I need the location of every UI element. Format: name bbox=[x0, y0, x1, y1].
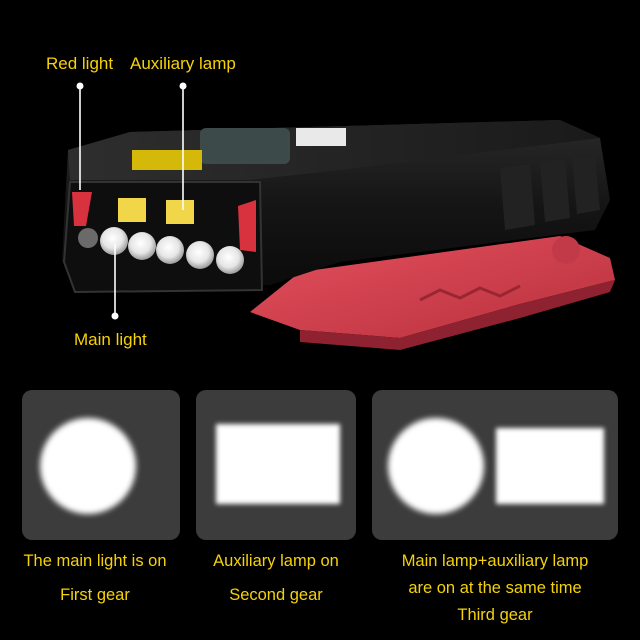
red-clip bbox=[250, 236, 615, 350]
auxiliary-lamp-label: Auxiliary lamp bbox=[130, 54, 236, 73]
mode-2-line-1: Auxiliary lamp on bbox=[213, 552, 339, 570]
callout-lines bbox=[76, 82, 187, 320]
mode-panel-first-gear bbox=[22, 390, 180, 540]
headlamp-illustration bbox=[62, 82, 615, 350]
lamp-body bbox=[62, 120, 610, 294]
mode-3-line-1: Main lamp+auxiliary lamp bbox=[401, 552, 589, 570]
main-light-label: Main light bbox=[74, 330, 147, 349]
mode-1-line-1: The main light is on bbox=[23, 552, 167, 570]
mode-1-line-2: First gear bbox=[60, 586, 130, 604]
main-beam-spot bbox=[40, 418, 136, 514]
mode-2-line-2: Second gear bbox=[229, 586, 323, 604]
mode-panel-second-gear bbox=[196, 390, 356, 540]
mode-3-line-2: are on at the same time bbox=[408, 579, 582, 597]
main-beam-spot bbox=[388, 418, 484, 514]
mode-panel-third-gear bbox=[372, 390, 618, 540]
auxiliary-beam-flood bbox=[216, 424, 340, 504]
mode-3-line-3: Third gear bbox=[457, 606, 533, 624]
red-light-label: Red light bbox=[46, 54, 114, 73]
auxiliary-beam-flood bbox=[496, 428, 604, 504]
